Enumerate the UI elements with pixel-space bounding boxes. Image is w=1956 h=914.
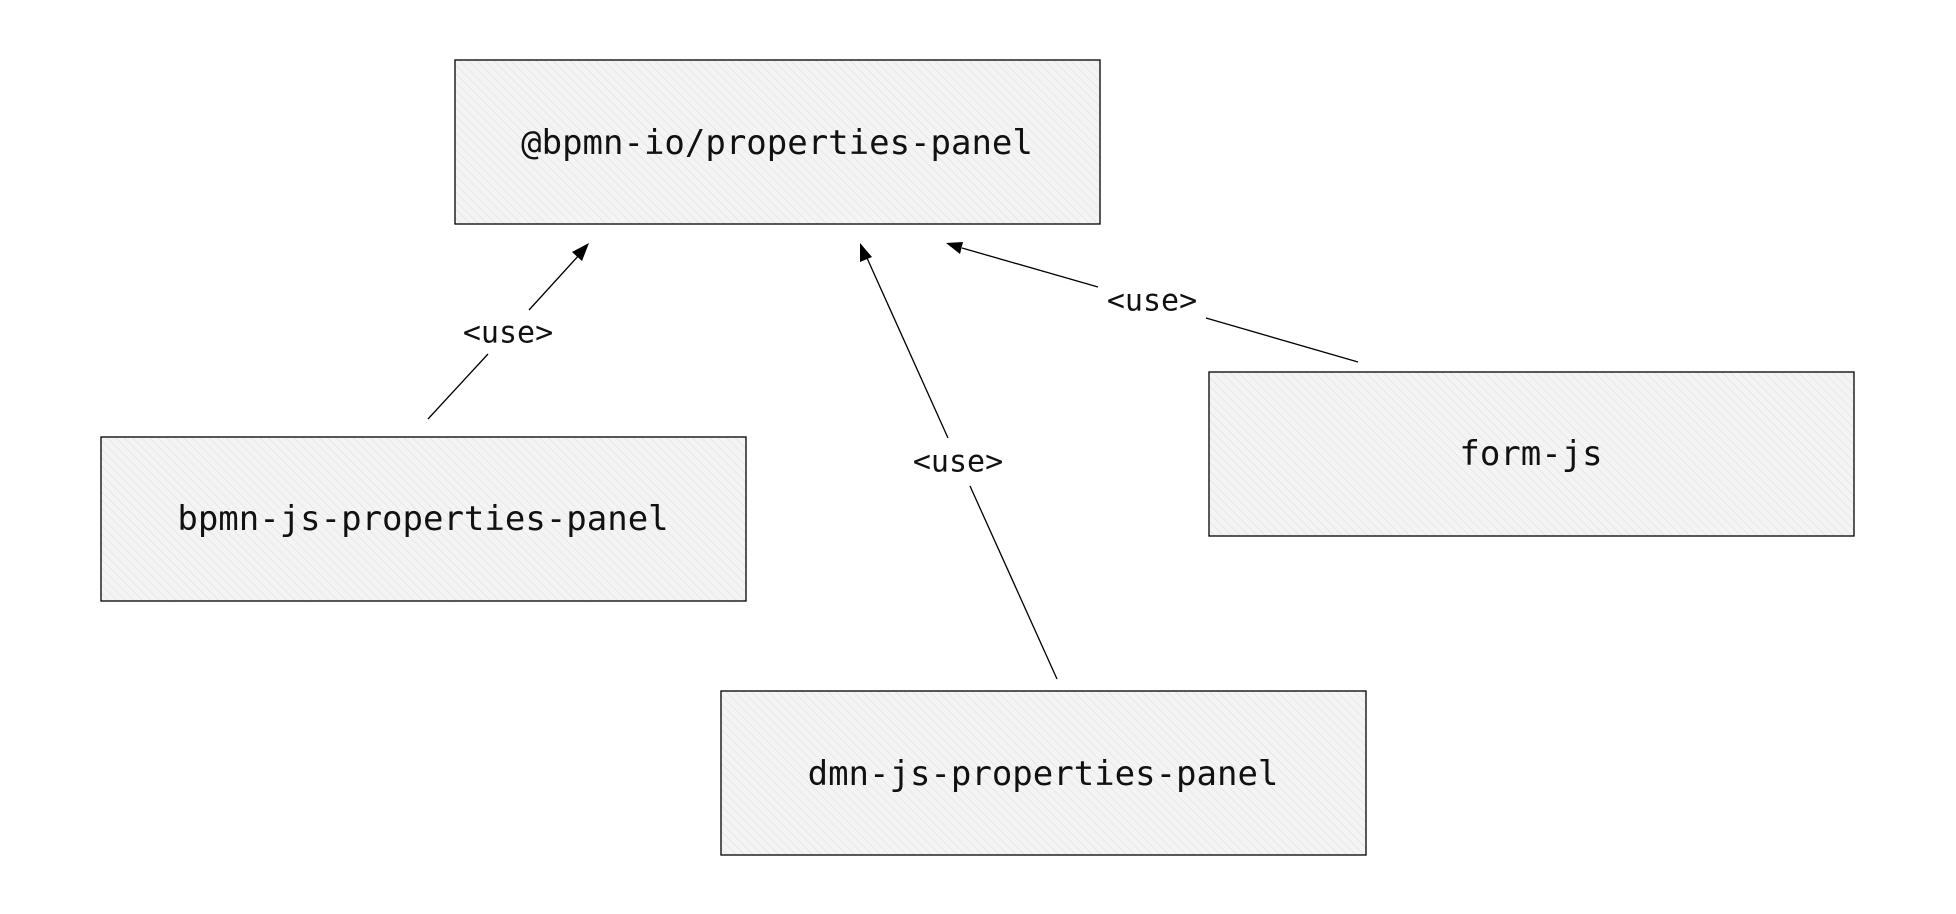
node-label: form-js: [1459, 434, 1602, 474]
node-dmn-js-properties-panel: dmn-js-properties-panel: [720, 690, 1367, 856]
edge-form-uses-core: <use>: [946, 242, 1359, 363]
edge-label: <use>: [1107, 284, 1197, 319]
node-label: @bpmn-io/properties-panel: [521, 123, 1033, 163]
node-form-js: form-js: [1208, 371, 1855, 537]
arrow-head-icon: [572, 243, 589, 261]
node-label: bpmn-js-properties-panel: [177, 499, 668, 539]
edge-label: <use>: [913, 445, 1003, 480]
node-label: dmn-js-properties-panel: [808, 754, 1279, 794]
edge-line: [427, 353, 489, 420]
node-box: [100, 436, 747, 602]
edge-dmn-uses-core: <use>: [860, 243, 1058, 680]
node-box: [720, 690, 1367, 856]
edge-line: [1205, 317, 1359, 363]
edge-line: [528, 253, 581, 311]
edge-line: [961, 247, 1099, 288]
edge-label: <use>: [463, 316, 553, 351]
node-properties-panel-core: @bpmn-io/properties-panel: [454, 59, 1101, 225]
arrow-head-icon: [946, 242, 963, 254]
node-box: [454, 59, 1101, 225]
arrow-head-icon: [860, 243, 872, 262]
node-box: [1208, 371, 1855, 537]
edge-bpmn-uses-core: <use>: [427, 243, 589, 420]
edge-line: [969, 485, 1058, 680]
node-bpmn-js-properties-panel: bpmn-js-properties-panel: [100, 436, 747, 602]
edge-line: [866, 257, 949, 439]
